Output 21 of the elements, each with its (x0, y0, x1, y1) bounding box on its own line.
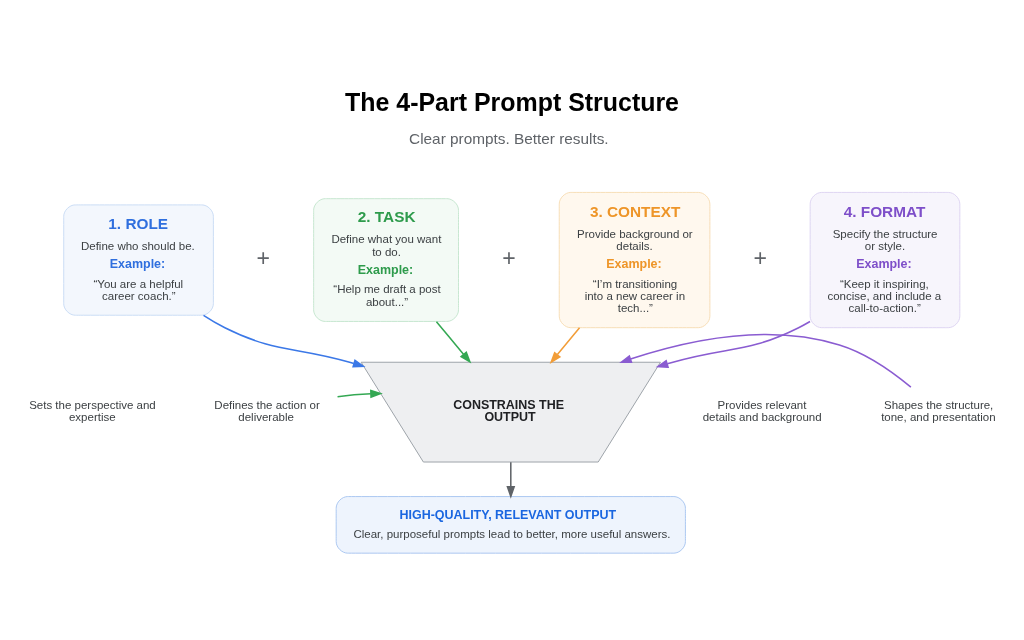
node-box: 1. ROLE Define who should be. Example: “You are a helpful career coach.” (63, 203, 214, 316)
arrow (336, 388, 383, 398)
label: + (753, 244, 767, 271)
arrow (619, 333, 912, 388)
arrow (655, 320, 811, 368)
node-text: Sets the perspective and expertise (29, 398, 156, 423)
node-box: 3. CONTEXT Provide background or details. Example: “I’m transitioning into a new career in tech...” (558, 191, 711, 328)
node-text: Shapes the structure, tone, and presentation (881, 398, 996, 423)
arrow (435, 320, 472, 364)
arrow (506, 461, 516, 499)
node-box: 2. TASK Define what you want to do. Example: “Help me draft a post about...” (313, 197, 459, 322)
label: + (502, 244, 516, 271)
node-text: Provides relevant details and background (702, 398, 822, 423)
arrow (202, 314, 366, 368)
label: Clear prompts. Better results. (409, 129, 609, 147)
node-box: 4. FORMAT Specify the structure or style. Example: “Keep it inspiring, concise, and include a call-to-action.” (809, 191, 961, 328)
diagram-title: The 4-Part Prompt Structure (345, 87, 680, 116)
node-text: Defines the action or deliverable (214, 398, 320, 423)
node-box: HIGH-QUALITY, RELEVANT OUTPUT Clear, purposeful prompts lead to better, more useful answers. (335, 495, 686, 554)
label: + (256, 244, 270, 271)
arrow (549, 326, 581, 364)
